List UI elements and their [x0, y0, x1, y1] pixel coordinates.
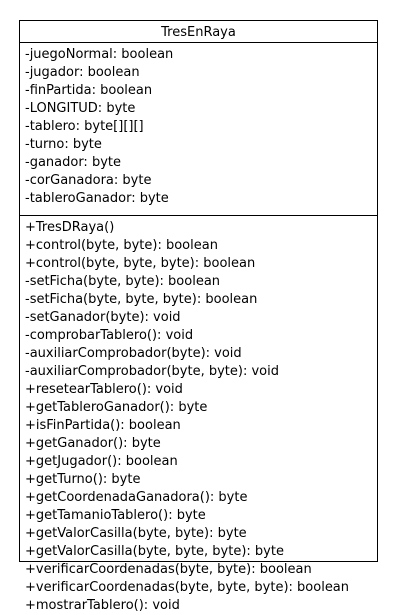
method: -setFicha(byte, byte, byte): boolean: [25, 292, 258, 307]
attribute: -tablero: byte[][][]: [25, 119, 144, 134]
attribute: -juegoNormal: boolean: [25, 47, 174, 62]
attribute: -finPartida: boolean: [25, 83, 153, 98]
method: +getTurno(): byte: [25, 472, 141, 487]
class-name: TresEnRaya: [20, 21, 377, 43]
method: -auxiliarComprobador(byte): void: [25, 346, 242, 361]
method: +control(byte, byte, byte): boolean: [25, 256, 256, 271]
methods-compartment: +TresDRaya() +control(byte, byte): boole…: [20, 216, 377, 615]
method: +TresDRaya(): [25, 220, 115, 235]
method: +getJugador(): boolean: [25, 454, 178, 469]
method: +resetearTablero(): void: [25, 382, 183, 397]
method: -auxiliarComprobador(byte, byte): void: [25, 364, 279, 379]
method: +getTableroGanador(): byte: [25, 400, 208, 415]
attribute: -jugador: boolean: [25, 65, 140, 80]
attribute: -ganador: byte: [25, 155, 121, 170]
uml-class-box: TresEnRaya -juegoNormal: boolean -jugado…: [19, 20, 378, 613]
attribute: -tableroGanador: byte: [25, 191, 169, 206]
method: -setGanador(byte): void: [25, 310, 181, 325]
method: +getValorCasilla(byte, byte, byte): byte: [25, 544, 284, 559]
method: +control(byte, byte): boolean: [25, 238, 218, 253]
attributes-compartment: -juegoNormal: boolean -jugador: boolean …: [20, 43, 377, 216]
method: +verificarCoordenadas(byte, byte): boole…: [25, 562, 312, 577]
attribute: -turno: byte: [25, 137, 102, 152]
method: +getCoordenadaGanadora(): byte: [25, 490, 248, 505]
attribute: -corGanadora: byte: [25, 173, 152, 188]
method: +verificarCoordenadas(byte, byte, byte):…: [25, 580, 350, 595]
method: +isFinPartida(): boolean: [25, 418, 181, 433]
method: +getGanador(): byte: [25, 436, 161, 451]
method: +getValorCasilla(byte, byte): byte: [25, 526, 247, 541]
method: -comprobarTablero(): void: [25, 328, 194, 343]
attribute: -LONGITUD: byte: [25, 101, 136, 116]
method: +mostrarTablero(): void: [25, 598, 180, 613]
method: +getTamanioTablero(): byte: [25, 508, 206, 523]
method: -setFicha(byte, byte): boolean: [25, 274, 221, 289]
